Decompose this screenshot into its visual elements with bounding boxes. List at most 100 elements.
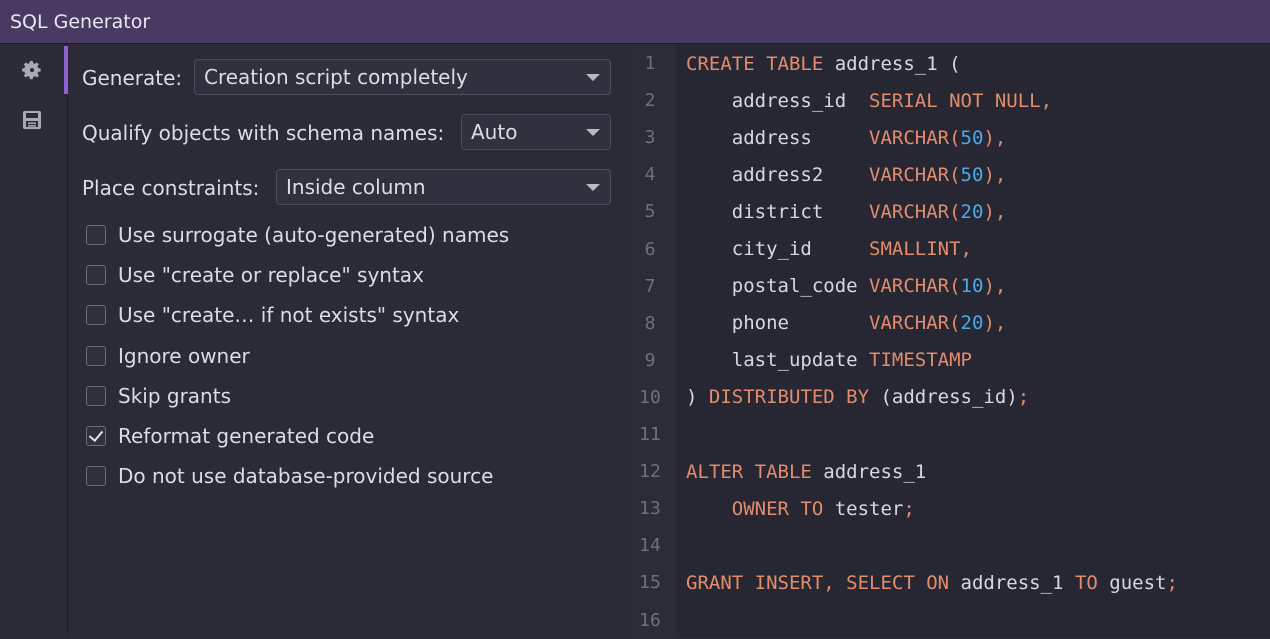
code-line: 14 [630,527,1270,564]
sql-identifier: address2 [686,163,870,186]
constraints-label: Place constraints: [82,176,260,200]
generate-label: Generate: [82,66,183,90]
checkbox-skip-grants[interactable]: Skip grants [86,382,231,410]
sql-keyword: VARCHAR( [869,163,961,186]
sql-keyword: ; [1166,571,1178,594]
line-number: 16 [639,609,661,631]
code-text: CREATE TABLE address_1 ( [686,53,961,75]
code-line: 8 phone VARCHAR(20), [630,305,1270,342]
line-number: 10 [639,386,661,408]
qualify-label: Qualify objects with schema names: [82,121,445,145]
line-number: 5 [644,201,656,223]
line-number: 6 [644,238,656,260]
code-text: phone VARCHAR(20), [686,312,1007,335]
sql-identifier: address_id [686,89,870,112]
line-number: 15 [639,572,661,594]
sql-identifier: (address_id) [880,386,1018,409]
code-line: 1 CREATE TABLE address_1 ( [630,45,1270,82]
sql-number: 50 [960,126,984,149]
checkbox-box[interactable] [86,225,106,245]
chevron-down-icon [586,184,600,191]
sql-keyword: ), [983,200,1007,223]
sql-keyword: VARCHAR( [869,126,961,149]
constraints-select-value: Inside column [286,175,426,199]
checkbox-label: Reformat generated code [118,424,375,448]
sql-keyword: GRANT INSERT, SELECT ON [686,571,961,594]
sql-identifier: last_update [686,349,870,372]
sql-keyword: VARCHAR( [869,275,961,298]
code-line: 6 city_id SMALLINT, [630,231,1270,268]
selection-accent [64,46,68,94]
checkbox-ignore-owner[interactable]: Ignore owner [86,342,250,370]
code-line: 13 OWNER TO tester; [630,490,1270,527]
code-line: 4 address2 VARCHAR(50), [630,156,1270,193]
gear-icon[interactable] [20,58,44,82]
sql-number: 20 [960,200,984,223]
sql-identifier: address_1 [823,460,927,483]
code-text: address2 VARCHAR(50), [686,163,1007,186]
checkbox-label: Use "create… if not exists" syntax [118,303,460,327]
checkbox-box[interactable] [86,426,106,446]
qualify-select[interactable]: Auto [461,114,611,150]
code-line: 10 ) DISTRIBUTED BY (address_id); [630,379,1270,416]
code-line: 7 postal_code VARCHAR(10), [630,268,1270,305]
title-bar: SQL Generator [0,0,1270,44]
sql-preview-editor[interactable]: 1 CREATE TABLE address_1 ( 2 address_id SE… [630,44,1270,638]
code-text: ) DISTRIBUTED BY (address_id); [686,386,1029,408]
code-line: 5 district VARCHAR(20), [630,193,1270,230]
sql-keyword: ), [983,275,1007,298]
sql-identifier: postal_code [686,275,870,298]
sql-keyword: VARCHAR( [869,200,961,223]
sql-number: 10 [960,275,984,298]
sql-keyword: ), [983,163,1007,186]
sql-keyword: CREATE TABLE [686,52,835,75]
sql-keyword: SMALLINT, [869,238,972,260]
sql-keyword: TIMESTAMP [869,349,972,372]
chevron-down-icon [586,129,600,136]
code-line: 2 address_id SERIAL NOT NULL, [630,82,1270,119]
line-number: 1 [644,53,656,74]
code-text: postal_code VARCHAR(10), [686,275,1007,298]
line-number: 7 [644,275,656,297]
checkbox-label: Ignore owner [118,344,250,368]
sql-keyword: VARCHAR( [869,312,961,335]
checkbox-if-not-exists[interactable]: Use "create… if not exists" syntax [86,301,459,329]
sql-identifier: ) [686,386,709,409]
generate-select[interactable]: Creation script completely [194,59,611,95]
window-title: SQL Generator [10,11,151,33]
sql-keyword: ALTER TABLE [686,460,824,483]
generate-select-value: Creation script completely [204,65,468,89]
line-number: 13 [639,498,661,520]
line-number: 3 [644,127,656,149]
sql-keyword: OWNER TO [686,497,835,520]
sql-keyword: DISTRIBUTED BY [708,386,881,409]
sql-keyword: ; [903,497,915,520]
checkbox-surrogate-names[interactable]: Use surrogate (auto-generated) names [86,221,509,249]
sql-keyword: SERIAL NOT NULL, [869,89,1053,112]
checkbox-box[interactable] [86,265,106,285]
code-line: 16 [630,602,1270,639]
checkbox-box[interactable] [86,386,106,406]
checkmark-icon [88,426,104,443]
sql-keyword: ), [983,312,1007,335]
line-number: 11 [639,424,661,445]
checkbox-create-or-replace[interactable]: Use "create or replace" syntax [86,261,424,289]
code-text: address VARCHAR(50), [686,126,1007,149]
checkbox-reformat-code[interactable]: Reformat generated code [86,422,374,450]
code-text: GRANT INSERT, SELECT ON address_1 TO gue… [686,572,1178,594]
checkbox-box[interactable] [86,466,106,486]
sql-number: 20 [960,312,984,335]
checkbox-box[interactable] [86,305,106,325]
checkbox-label: Skip grants [118,384,231,408]
checkbox-no-db-source[interactable]: Do not use database-provided source [86,462,493,490]
code-text: district VARCHAR(20), [686,200,1007,223]
line-number: 2 [644,90,656,112]
code-line: 9 last_update TIMESTAMP [630,342,1270,379]
sql-identifier: address [686,126,870,149]
constraints-select[interactable]: Inside column [276,169,611,205]
checkbox-label: Use surrogate (auto-generated) names [118,223,510,247]
checkbox-label: Do not use database-provided source [118,464,494,488]
checkbox-box[interactable] [86,346,106,366]
save-icon[interactable] [20,108,44,132]
line-number: 4 [644,164,656,186]
